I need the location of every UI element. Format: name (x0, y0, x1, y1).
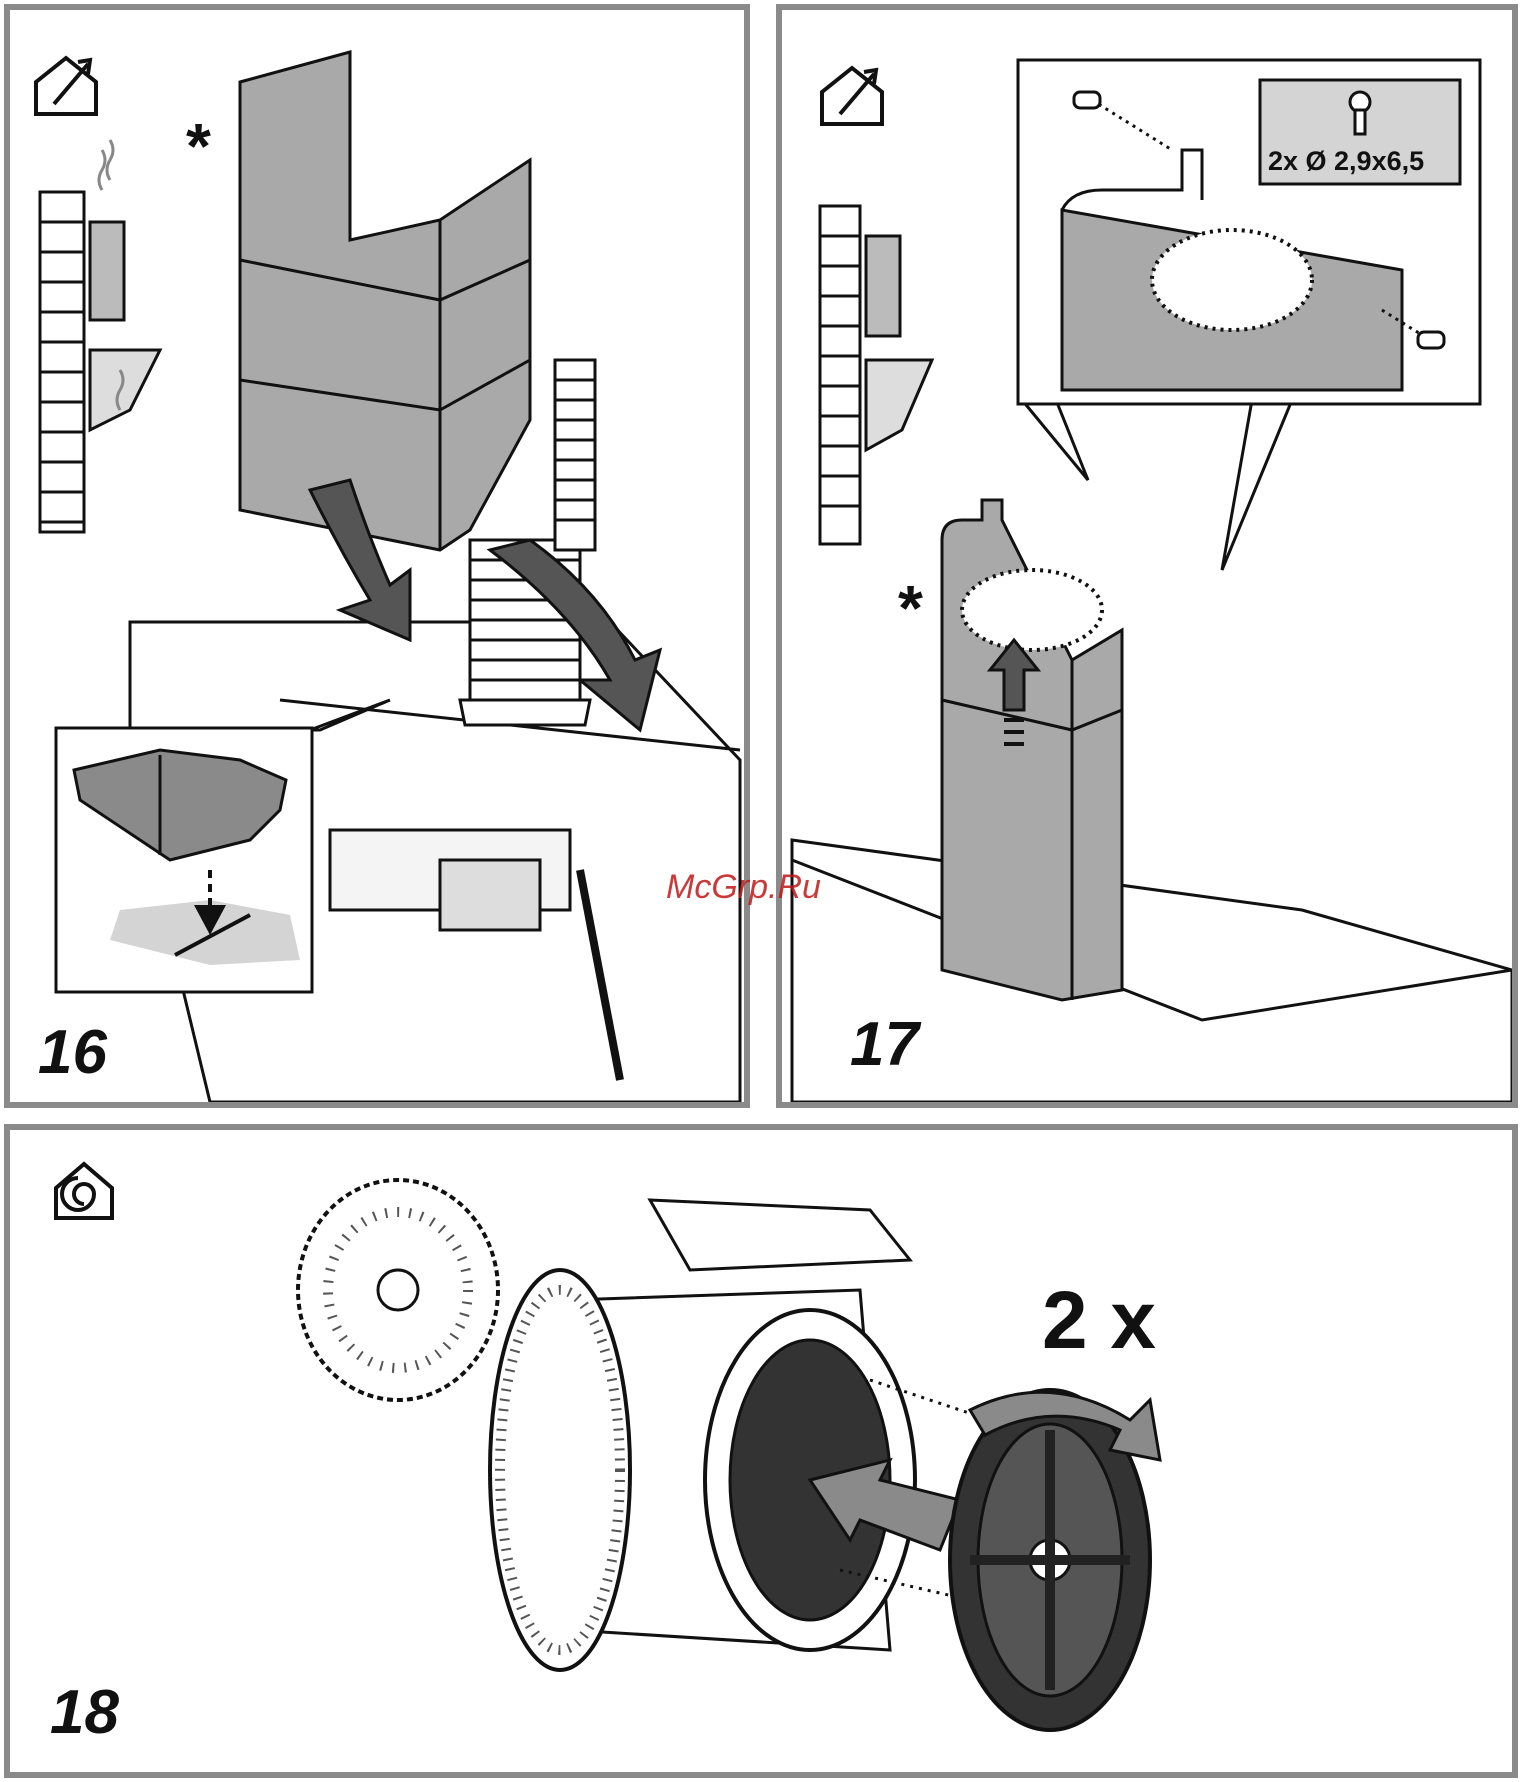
watermark: McGrp.Ru (666, 868, 821, 907)
recirculation-icon (56, 1164, 112, 1218)
duct-out-icon (36, 58, 96, 114)
carbon-filter-spare (298, 1180, 498, 1400)
step-17-panel: 2x Ø 2,9x6,5 * 17 (776, 4, 1518, 1108)
wall-diagram (40, 192, 160, 532)
chimney-telescopic (942, 500, 1122, 1000)
screw-spec-label: 2x Ø 2,9x6,5 (1268, 146, 1424, 177)
quantity-label: 2 x (1042, 1280, 1156, 1362)
wall-diagram (820, 206, 932, 544)
note-asterisk: * (898, 576, 923, 640)
note-asterisk: * (186, 114, 211, 178)
chimney-upper (240, 52, 530, 550)
duct-out-icon (822, 68, 882, 124)
step-18-panel: 2 x 18 (4, 1124, 1518, 1778)
step-18-illustration (10, 1130, 1512, 1772)
step-16-illustration (10, 10, 744, 1102)
step-16-panel: * 16 (4, 4, 750, 1108)
step-number: 18 (50, 1682, 119, 1744)
detail-inset (1018, 60, 1480, 570)
step-number: 17 (850, 1014, 919, 1076)
motor-housing (490, 1200, 915, 1670)
step-number: 16 (38, 1022, 107, 1084)
